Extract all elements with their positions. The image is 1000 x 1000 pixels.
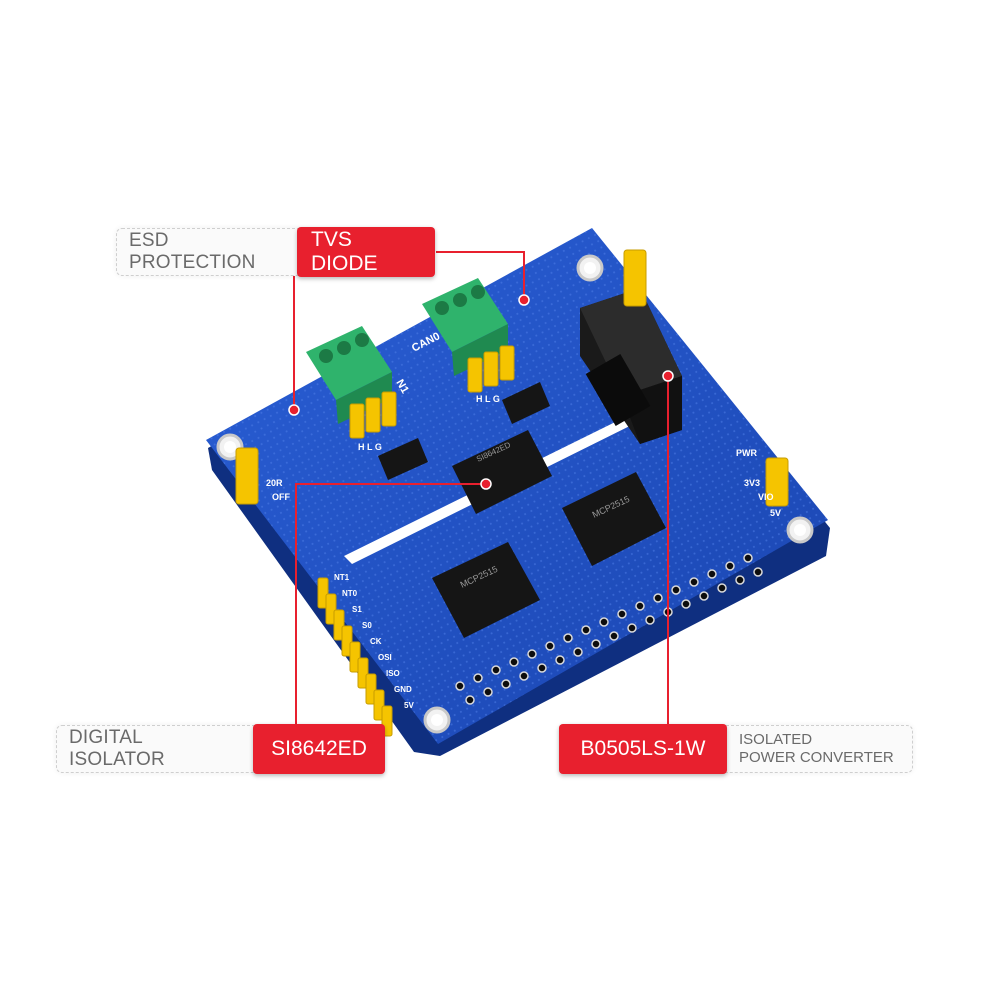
isolator-category-label: DIGITAL ISOLATOR: [69, 727, 165, 770]
pwr-label: PWR: [736, 448, 757, 458]
can0-terminal-block: [422, 278, 508, 376]
power-converter-callout: B0505LS-1W ISOLATED POWER CONVERTER: [559, 724, 913, 774]
mcp2515-chip-b: MCP2515: [562, 472, 666, 566]
gpio-header-holes: [455, 553, 763, 705]
pin-label-7: GND: [394, 685, 412, 694]
b0505-module: [585, 354, 651, 426]
pin-label-0: NT1: [334, 573, 350, 582]
esd-leader-b: [436, 251, 525, 300]
pin-label-2: S1: [352, 605, 362, 614]
pin-label-6: ISO: [386, 669, 400, 678]
vio-label: VIO: [758, 492, 774, 502]
can-transceiver-chips: [378, 382, 550, 480]
jumper-blocks: [235, 249, 789, 507]
tvs-diode-label: TVS DIODE: [297, 227, 435, 277]
esd-category-label: ESD PROTECTION: [129, 230, 256, 273]
pin-label-3: S0: [362, 621, 372, 630]
si8642ed-label: SI8642ED: [253, 724, 385, 774]
esd-protection-callout: ESD PROTECTION TVS DIODE: [116, 227, 435, 277]
pin-label-5: OSI: [378, 653, 392, 662]
mounting-holes: [216, 254, 814, 734]
off-label: OFF: [272, 492, 290, 502]
120r-label: 20R: [266, 478, 283, 488]
power-category-line1: ISOLATED: [739, 731, 813, 748]
power-category-label: ISOLATED POWER CONVERTER: [727, 726, 912, 772]
5v-label: 5V: [770, 508, 781, 518]
power-category-line2: POWER CONVERTER: [739, 749, 894, 766]
isolator-leader: [295, 483, 486, 725]
can1-terminal-block: [306, 326, 392, 424]
pin-label-1: NT0: [342, 589, 358, 598]
callout-target-dots: [288, 294, 674, 490]
hlg-label-a: H L G: [358, 442, 382, 452]
pin-label-4: CK: [370, 637, 382, 646]
mcp2515-chip-a: MCP2515: [432, 542, 540, 638]
callout-leader-lines: [293, 251, 669, 725]
3v3-label: 3V3: [744, 478, 760, 488]
b0505ls-label: B0505LS-1W: [559, 724, 727, 774]
digital-isolator-callout: DIGITAL ISOLATOR SI8642ED: [56, 724, 385, 774]
left-pin-header: [317, 577, 393, 737]
pin-label-8: 5V: [404, 701, 414, 710]
hlg-label-b: H L G: [476, 394, 500, 404]
